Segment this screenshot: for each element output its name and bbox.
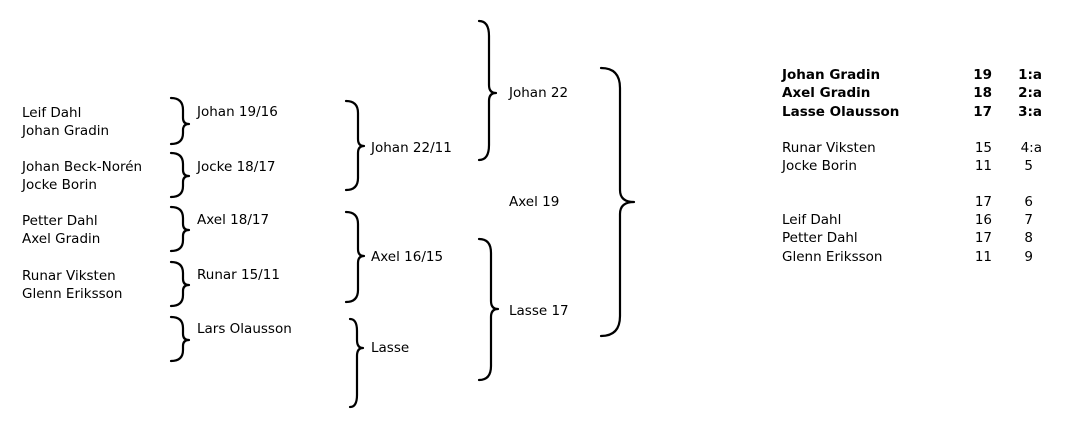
result-score-1: 19 <box>973 67 992 83</box>
r4-match2: Axel 19 <box>509 194 560 210</box>
brace-final <box>599 66 636 338</box>
result-place-1: 1:a <box>1018 67 1042 83</box>
result-name-9: Glenn Eriksson <box>782 249 883 265</box>
result-place-7: 7 <box>1024 212 1033 228</box>
result-place-5: 5 <box>1024 158 1033 174</box>
brace-r3-1 <box>477 19 498 162</box>
result-score-8: 17 <box>974 230 992 246</box>
result-score-3: 17 <box>973 104 992 120</box>
result-score-7: 16 <box>974 212 992 228</box>
brace-r1-3 <box>169 205 191 253</box>
brace-r2-3 <box>348 317 365 409</box>
result-place-4: 4:a <box>1020 140 1042 156</box>
r3-match3: Lasse <box>371 340 410 356</box>
r1-pair3-a: Petter Dahl <box>22 213 98 229</box>
r1-pair3-b: Axel Gradin <box>22 231 101 247</box>
result-score-5: 11 <box>974 158 992 174</box>
result-place-2: 2:a <box>1018 85 1042 101</box>
brace-r2-1 <box>344 99 366 192</box>
r1-pair4-b: Glenn Eriksson <box>22 286 123 302</box>
r1-pair2-a: Johan Beck-Norén <box>22 159 143 175</box>
result-place-3: 3:a <box>1018 104 1042 120</box>
result-name-8: Petter Dahl <box>782 230 858 246</box>
result-score-2: 18 <box>973 85 992 101</box>
result-place-9: 9 <box>1024 249 1033 265</box>
r3-match2: Axel 16/15 <box>371 249 444 265</box>
result-score-6: 17 <box>974 194 992 210</box>
result-place-6: 6 <box>1024 194 1033 210</box>
r3-match1: Johan 22/11 <box>371 140 452 156</box>
r1-pair4-a: Runar Viksten <box>22 268 116 284</box>
result-name-5: Jocke Borin <box>782 158 857 174</box>
r2-match3: Axel 18/17 <box>197 212 270 228</box>
r4-match3: Lasse 17 <box>509 303 569 319</box>
result-name-2: Axel Gradin <box>782 85 871 101</box>
result-name-1: Johan Gradin <box>782 67 881 83</box>
result-name-3: Lasse Olausson <box>782 104 900 120</box>
result-score-9: 11 <box>974 249 992 265</box>
r2-match2: Jocke 18/17 <box>197 159 276 175</box>
result-place-8: 8 <box>1024 230 1033 246</box>
brace-r1-2 <box>169 151 191 199</box>
brace-r1-5 <box>169 315 191 363</box>
brace-r3-2 <box>477 237 500 382</box>
r1-pair2-b: Jocke Borin <box>22 177 97 193</box>
r2-match4: Runar 15/11 <box>197 267 280 283</box>
r4-match1: Johan 22 <box>509 85 569 101</box>
brace-r1-4 <box>169 260 191 308</box>
brace-r2-2 <box>344 210 366 304</box>
result-score-4: 15 <box>974 140 992 156</box>
r2-match1: Johan 19/16 <box>197 104 278 120</box>
brace-r1-1 <box>169 96 191 146</box>
r2-match5: Lars Olausson <box>197 321 292 337</box>
result-name-4: Runar Viksten <box>782 140 876 156</box>
result-name-7: Leif Dahl <box>782 212 842 228</box>
r1-pair1-a: Leif Dahl <box>22 105 82 121</box>
r1-pair1-b: Johan Gradin <box>22 123 110 139</box>
